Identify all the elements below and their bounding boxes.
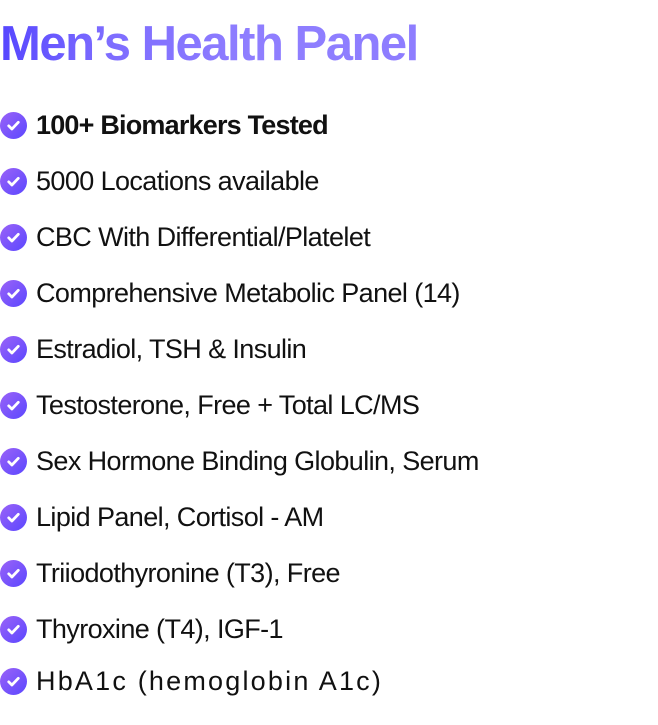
list-item-label: Thyroxine (T4), IGF-1 [36, 613, 284, 644]
list-item: HbA1c (hemoglobin A1c) [0, 657, 479, 705]
list-item-label: Comprehensive Metabolic Panel (14) [36, 277, 460, 308]
check-circle-icon [0, 615, 27, 643]
list-item-label: Triiodothyronine (T3), Free [36, 557, 341, 588]
biomarker-list: 100+ Biomarkers Tested 5000 Locations av… [0, 97, 479, 705]
check-circle-icon [0, 111, 27, 139]
list-item-label: 100+ Biomarkers Tested [36, 109, 329, 140]
check-circle-icon [0, 279, 27, 307]
list-item-label: HbA1c (hemoglobin A1c) [36, 665, 384, 696]
list-item-label: CBC With Differential/Platelet [36, 221, 371, 252]
list-item: CBC With Differential/Platelet [0, 209, 479, 265]
list-item-label: Estradiol, TSH & Insulin [36, 333, 307, 364]
list-item: Comprehensive Metabolic Panel (14) [0, 265, 479, 321]
list-item: Triiodothyronine (T3), Free [0, 545, 479, 601]
list-item: Thyroxine (T4), IGF-1 [0, 601, 479, 657]
list-item-label: Testosterone, Free + Total LC/MS [36, 389, 420, 420]
check-circle-icon [0, 391, 27, 419]
list-item: 5000 Locations available [0, 153, 479, 209]
list-item: Estradiol, TSH & Insulin [0, 321, 479, 377]
check-circle-icon [0, 167, 27, 195]
check-circle-icon [0, 223, 27, 251]
list-item: Testosterone, Free + Total LC/MS [0, 377, 479, 433]
check-circle-icon [0, 667, 27, 695]
list-item-label: Lipid Panel, Cortisol - AM [36, 501, 324, 532]
list-item: 100+ Biomarkers Tested [0, 97, 479, 153]
check-circle-icon [0, 503, 27, 531]
list-item: Lipid Panel, Cortisol - AM [0, 489, 479, 545]
check-circle-icon [0, 335, 27, 363]
list-item-label: 5000 Locations available [36, 165, 319, 196]
check-circle-icon [0, 447, 27, 475]
page-title: Men’s Health Panel [0, 14, 419, 74]
list-item: Sex Hormone Binding Globulin, Serum [0, 433, 479, 489]
check-circle-icon [0, 559, 27, 587]
list-item-label: Sex Hormone Binding Globulin, Serum [36, 445, 479, 476]
